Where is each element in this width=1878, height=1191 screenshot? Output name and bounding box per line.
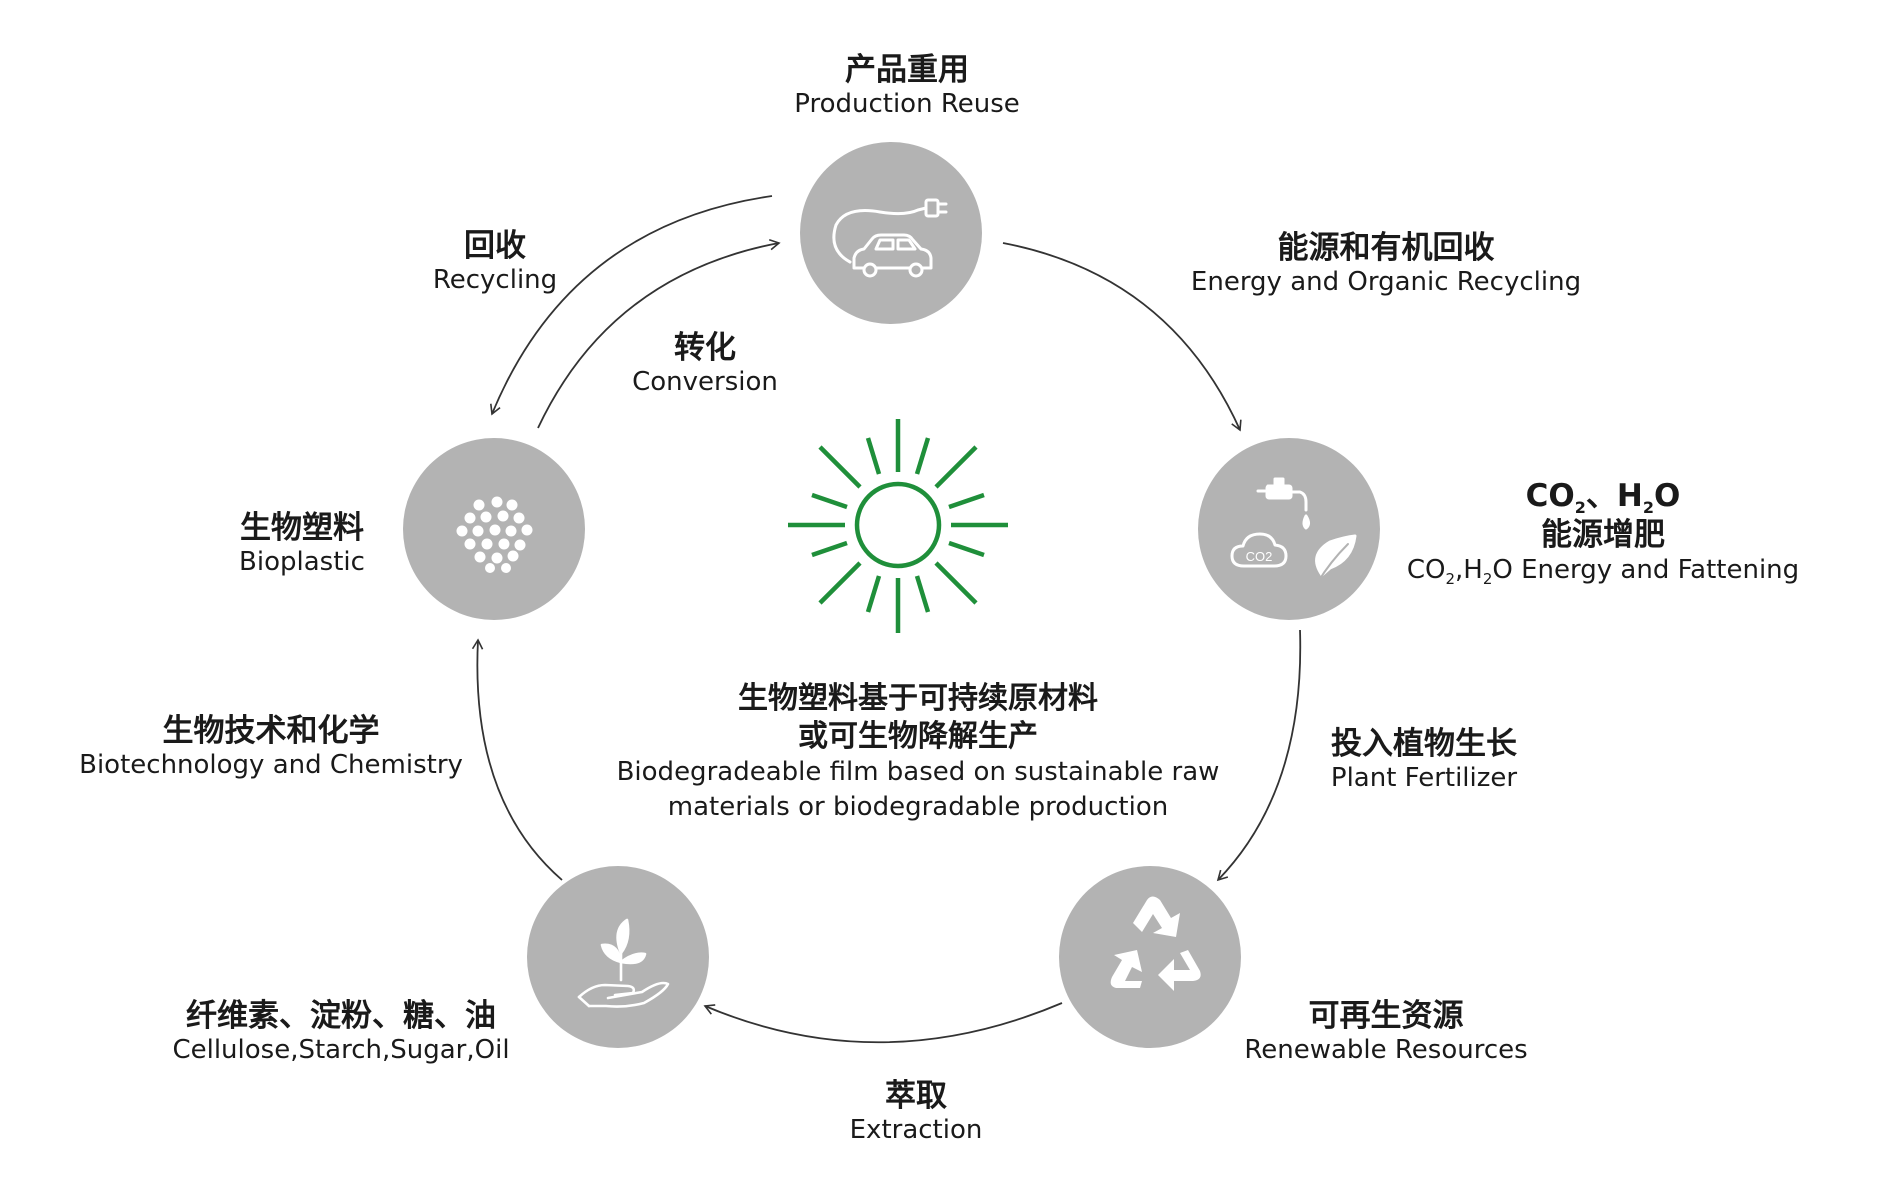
arrow-conversion xyxy=(537,239,781,429)
arrow-reuse-to-energy xyxy=(1002,242,1242,432)
faucet-co2-leaf-icon: CO2 xyxy=(1230,477,1357,583)
label-recycling-zh: 回收 xyxy=(464,228,526,264)
center-description-zh-line2: 或可生物降解生产 xyxy=(798,718,1038,754)
label-bioplastic-en: Bioplastic xyxy=(239,547,365,578)
label-renewable-resources: 可再生资源 Renewable Resources xyxy=(1244,998,1527,1066)
label-plant-fertilizer: 投入植物生长 Plant Fertilizer xyxy=(1331,726,1517,794)
label-extraction-zh: 萃取 xyxy=(884,1078,947,1114)
label-energy-recycling: 能源和有机回收 Energy and Organic Recycling xyxy=(1191,230,1581,298)
center-description-en-line1: Biodegradeable film based on sustainable… xyxy=(616,757,1220,787)
arrow-recycling xyxy=(490,195,773,416)
label-renewable-resources-zh: 可再生资源 xyxy=(1308,998,1464,1034)
label-conversion-en: Conversion xyxy=(632,367,778,398)
label-cellulose-en: Cellulose,Starch,Sugar,Oil xyxy=(172,1035,510,1066)
label-production-reuse-en: Production Reuse xyxy=(794,89,1020,120)
label-co2-formula: CO2、H2O xyxy=(1525,478,1681,518)
label-co2-energy: CO2、H2O 能源增肥 CO2,H2O Energy and Fattenin… xyxy=(1407,478,1799,588)
label-extraction-en: Extraction xyxy=(849,1115,983,1146)
sun-icon xyxy=(788,419,1008,633)
label-energy-recycling-en: Energy and Organic Recycling xyxy=(1190,267,1582,298)
svg-text:CO2: CO2 xyxy=(1246,549,1273,564)
label-cellulose-zh: 纤维素、淀粉、糖、油 xyxy=(186,998,496,1034)
label-co2-energy-en: CO2,H2O Energy and Fattening xyxy=(1406,554,1800,588)
label-renewable-resources-en: Renewable Resources xyxy=(1244,1035,1528,1066)
center-description-en-line2: materials or biodegradable production xyxy=(667,792,1169,823)
label-plant-fertilizer-zh: 投入植物生长 xyxy=(1330,726,1517,762)
label-plant-fertilizer-en: Plant Fertilizer xyxy=(1330,763,1518,794)
label-conversion: 转化 Conversion xyxy=(632,330,778,398)
label-conversion-zh: 转化 xyxy=(674,330,736,366)
electric-car-icon xyxy=(832,198,948,278)
label-co2-energy-zh: 能源增肥 xyxy=(1540,517,1665,554)
label-energy-recycling-zh: 能源和有机回收 xyxy=(1277,230,1495,266)
label-production-reuse-zh: 产品重用 xyxy=(844,52,969,88)
arrow-energy-to-renewable xyxy=(1216,629,1302,882)
arrow-cellulose-to-bioplastic xyxy=(471,638,563,881)
label-production-reuse: 产品重用 Production Reuse xyxy=(794,52,1020,120)
hand-sprout-icon xyxy=(577,918,670,1008)
label-bioplastic: 生物塑料 Bioplastic xyxy=(239,510,365,578)
label-recycling-en: Recycling xyxy=(432,265,558,296)
arrow-renewable-to-cellulose xyxy=(703,1002,1063,1044)
label-biotech-zh: 生物技术和化学 xyxy=(162,713,380,749)
pellets-icon xyxy=(456,496,533,573)
center-description: 生物塑料基于可持续原材料 或可生物降解生产 Biodegradeable fil… xyxy=(617,680,1220,825)
label-extraction: 萃取 Extraction xyxy=(850,1078,983,1146)
label-recycling: 回收 Recycling xyxy=(433,228,557,296)
label-bioplastic-zh: 生物塑料 xyxy=(239,510,364,546)
center-description-zh-line1: 生物塑料基于可持续原材料 xyxy=(738,681,1098,716)
label-biotech-en: Biotechnology and Chemistry xyxy=(79,750,463,781)
recycle-icon xyxy=(1110,896,1201,991)
node-circle-energy xyxy=(1198,438,1380,620)
label-biotech: 生物技术和化学 Biotechnology and Chemistry xyxy=(79,713,463,781)
label-cellulose: 纤维素、淀粉、糖、油 Cellulose,Starch,Sugar,Oil xyxy=(172,998,509,1066)
node-circle-renewable xyxy=(1059,866,1241,1048)
node-circle-reuse xyxy=(800,142,982,324)
cycle-arrows xyxy=(471,195,1302,1044)
